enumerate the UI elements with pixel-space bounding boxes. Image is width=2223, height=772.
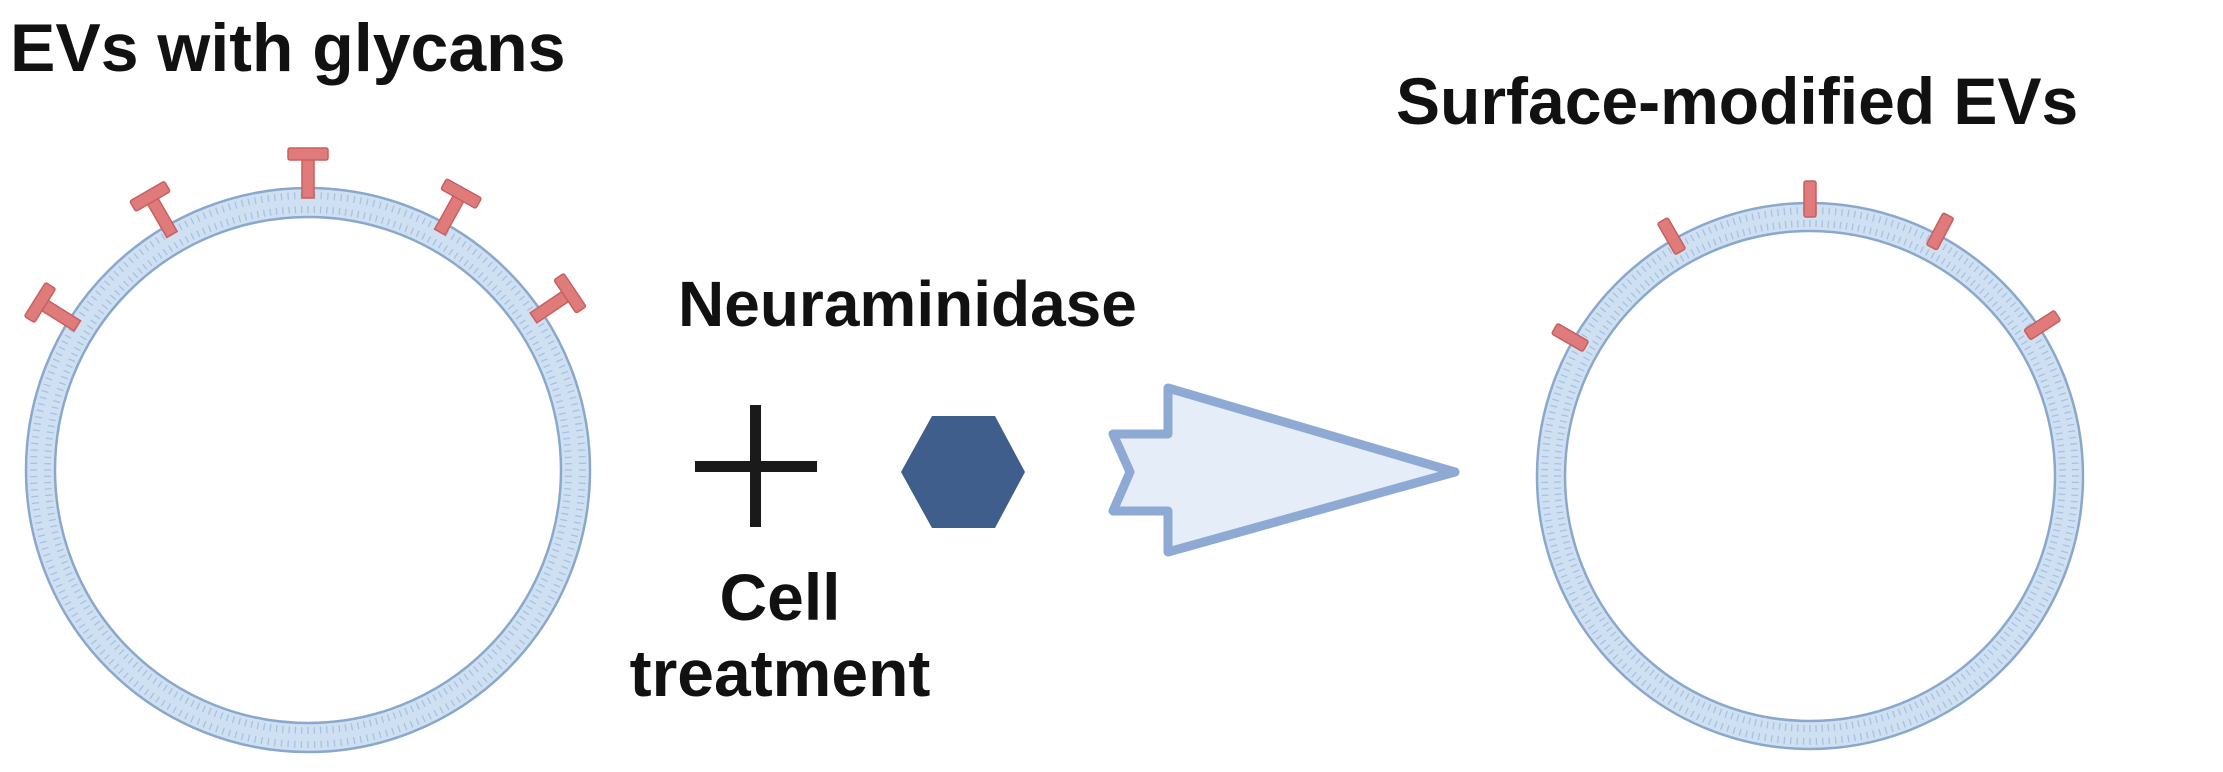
stub-glycan-icon — [1804, 181, 1816, 217]
vesicle-with-glycans — [24, 148, 590, 752]
plus-icon — [695, 405, 817, 527]
treatment-label: Cell treatment — [560, 560, 1000, 712]
membrane-inner-edge — [1565, 231, 2055, 721]
hexagon-enzyme-icon — [901, 416, 1025, 528]
membrane-inner-edge — [55, 217, 561, 723]
left-title: EVs with glycans — [10, 14, 566, 82]
right-title: Surface-modified EVs — [1396, 68, 2078, 134]
treatment-label-line1: Cell — [560, 560, 1000, 636]
outlined-arrow-icon — [1113, 388, 1455, 552]
enzyme-label: Neuraminidase — [678, 272, 1137, 336]
surface-modified-vesicle — [1537, 181, 2083, 749]
treatment-label-line2: treatment — [560, 636, 1000, 712]
